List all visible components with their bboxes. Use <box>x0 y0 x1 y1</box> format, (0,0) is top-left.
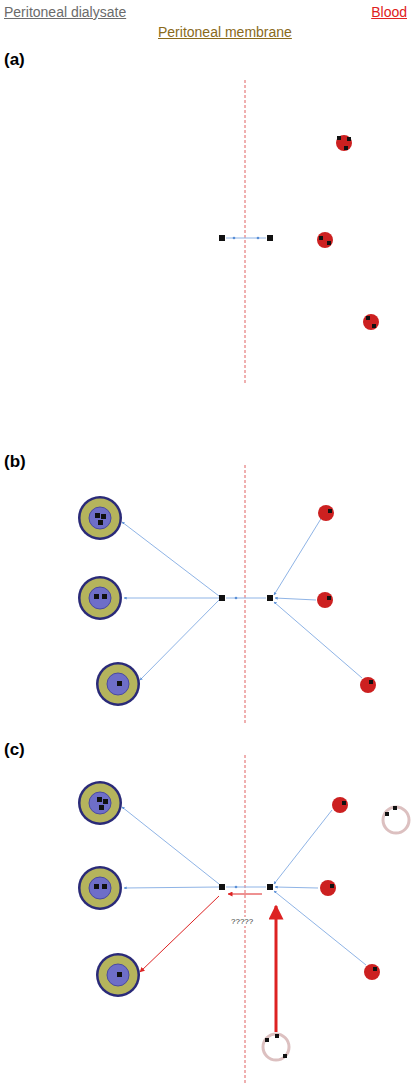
membrane-line <box>245 465 246 725</box>
panel-label: (a) <box>4 50 25 70</box>
region-label: Peritoneal membrane <box>158 24 292 40</box>
panel-b <box>78 496 376 706</box>
membrane-line <box>245 80 246 385</box>
region-label: Peritoneal dialysate <box>4 4 126 20</box>
unknown-label: ????? <box>231 917 253 926</box>
region-label: Blood <box>371 4 407 20</box>
panel-a <box>219 135 379 330</box>
panel-label: (c) <box>4 740 25 760</box>
panel-c <box>78 781 409 1060</box>
panel-label: (b) <box>4 452 26 472</box>
